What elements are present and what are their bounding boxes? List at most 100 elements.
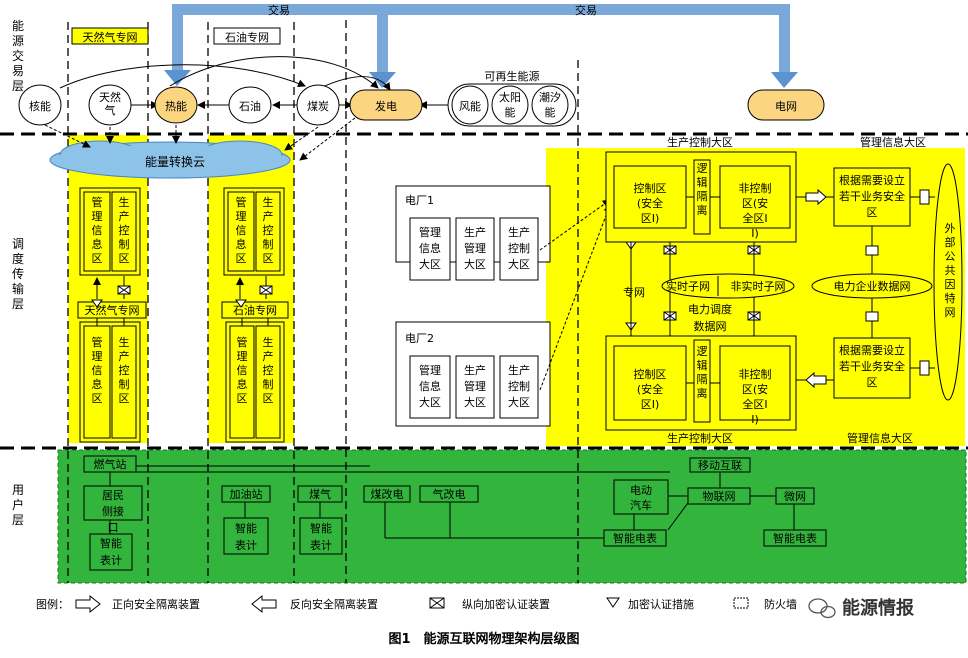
enterprise-net-label: 电力企业数据网 <box>834 279 911 293</box>
logic-isolation-bottom: 逻辑隔离 <box>697 345 708 400</box>
solar-node <box>491 85 529 125</box>
layer-label-user: 用户层 <box>12 483 24 527</box>
oil-prod-ctrl-zone-bottom: 生产控制区 <box>263 335 274 405</box>
trade-label-right: 交易 <box>575 3 597 17</box>
reverse-isolation-icon <box>251 594 277 614</box>
forward-isolation-icon <box>75 594 101 614</box>
ctrl-zone-bottom: 控制区(安全区I) <box>634 367 667 411</box>
plant1-label: 电厂1 <box>405 194 434 207</box>
smart-elec-meter-left-label: 智能电表 <box>613 531 657 545</box>
nuclear-label: 核能 <box>29 99 51 113</box>
prod-ctrl-big-bottom: 生产控制大区 <box>667 431 733 445</box>
oil-mgmt-info-zone-bottom: 管理信息区 <box>237 335 248 405</box>
plant2-mgmt-info: 管理信息大区 <box>419 363 441 409</box>
natural-gas-node <box>88 84 132 126</box>
user-links <box>109 465 795 539</box>
nuclear-node <box>18 84 62 126</box>
private-line-label: 专网 <box>623 285 645 299</box>
plant2-prod-mgmt: 生产管理大区 <box>464 363 486 409</box>
oil-column-boxes <box>221 187 289 443</box>
plant-links <box>539 199 612 391</box>
tidal-node <box>531 85 569 125</box>
energy-nodes <box>18 83 825 127</box>
gas-mgmt-info-zone-top: 管理信息区 <box>92 195 103 265</box>
coal-to-elec-label: 煤改电 <box>371 487 404 501</box>
plant2-prod-ctrl: 生产控制大区 <box>508 363 530 409</box>
gas-to-elec-label: 气改电 <box>433 487 466 501</box>
firewall-icon <box>733 597 749 609</box>
business-zone-top: 根据需要设立若干业务安全区 <box>839 173 905 219</box>
resident-interface-label: 居民侧接口 <box>102 489 124 534</box>
heat-node <box>154 86 198 124</box>
grid-node <box>747 89 825 121</box>
smart-meter-gas-label: 智能表计 <box>100 536 122 567</box>
gas-column-boxes <box>77 187 147 443</box>
wind-node <box>451 85 489 125</box>
coal-label: 煤炭 <box>307 100 329 113</box>
user-boxes <box>83 455 827 571</box>
refuel-station-label: 加油站 <box>230 487 263 501</box>
iot-label: 物联网 <box>703 489 736 503</box>
plant1-mgmt-info: 管理信息大区 <box>419 225 441 271</box>
green-user-region <box>57 449 967 584</box>
trade-label-left: 交易 <box>268 3 290 17</box>
oil-prod-ctrl-zone-top: 生产控制区 <box>263 195 274 265</box>
ev-label: 电动汽车 <box>630 484 652 512</box>
vertical-crypto-icon <box>429 597 445 609</box>
ctrl-zone-top: 控制区(安全区I) <box>634 181 667 225</box>
microgrid-label: 微网 <box>784 489 806 503</box>
top-flows <box>59 56 448 109</box>
watermark-text: 能源情报 <box>842 597 914 619</box>
enterprise-net <box>811 273 933 299</box>
legend-crypto-measure: 加密认证措施 <box>628 597 694 611</box>
nonrealtime-label: 非实时子网 <box>731 279 786 293</box>
mgmt-info-big-bottom: 管理信息大区 <box>847 431 913 445</box>
public-net-label: 外部公共因特网 <box>945 222 956 319</box>
layer-label-dispatch: 调度传输层 <box>12 237 24 311</box>
wind-label: 风能 <box>459 99 481 113</box>
layer-dividers <box>0 132 968 450</box>
oil-private-net-label: 石油专网 <box>233 303 277 317</box>
business-zone-bottom: 根据需要设立若干业务安全区 <box>839 343 905 389</box>
prod-ctrl-big-top: 生产控制大区 <box>667 135 733 149</box>
power-gen-label: 发电 <box>375 99 397 113</box>
coal-gas-label: 煤气 <box>309 487 331 501</box>
logic-isolation-top: 逻辑隔离 <box>697 162 708 217</box>
gas-private-net-label: 天然气专网 <box>85 303 140 317</box>
energy-cloud <box>49 140 291 179</box>
dispatch-bottom-group <box>605 335 911 431</box>
oil-mgmt-info-zone-top: 管理信息区 <box>236 195 247 265</box>
smart-elec-meter-right-label: 智能电表 <box>773 531 817 545</box>
wechat-icon <box>808 598 836 619</box>
mobile-internet-label: 移动互联 <box>698 459 742 472</box>
realtime-label: 实时子网 <box>666 279 710 293</box>
dispatch-net-label: 电力调度数据网 <box>688 302 732 333</box>
legend-forward: 正向安全隔离装置 <box>112 597 200 611</box>
heat-label: 热能 <box>165 99 187 113</box>
natural-gas-label: 天然气 <box>99 90 121 117</box>
layer-label-trading: 能源交易层 <box>12 19 24 93</box>
mgmt-info-big-top: 管理信息大区 <box>860 135 926 149</box>
smart-meter-oil-label: 智能表计 <box>235 521 257 552</box>
legend-prefix: 图例： <box>36 597 69 611</box>
crypto-measure-icon <box>606 597 620 608</box>
realtime-subnet <box>661 273 795 299</box>
figure-caption: 图1 能源互联网物理架构层级图 <box>388 631 579 647</box>
grid-label: 电网 <box>775 100 797 113</box>
tidal-label: 潮汐能 <box>539 90 561 119</box>
gas-mgmt-info-zone-bottom: 管理信息区 <box>92 335 103 405</box>
energy-cloud-label: 能量转换云 <box>145 154 205 169</box>
power-gen-node <box>349 89 423 121</box>
plant1-prod-ctrl: 生产控制大区 <box>508 225 530 271</box>
gas-net-label: 天然气专网 <box>83 30 138 44</box>
petroleum-label: 石油 <box>239 99 261 113</box>
dispatch-top-group <box>605 151 911 243</box>
trade-arrows <box>164 4 798 88</box>
gas-prod-ctrl-zone-bottom: 生产控制区 <box>119 335 130 405</box>
legend-reverse: 反向安全隔离装置 <box>290 597 378 611</box>
smart-meter-coal-label: 智能表计 <box>310 521 332 552</box>
